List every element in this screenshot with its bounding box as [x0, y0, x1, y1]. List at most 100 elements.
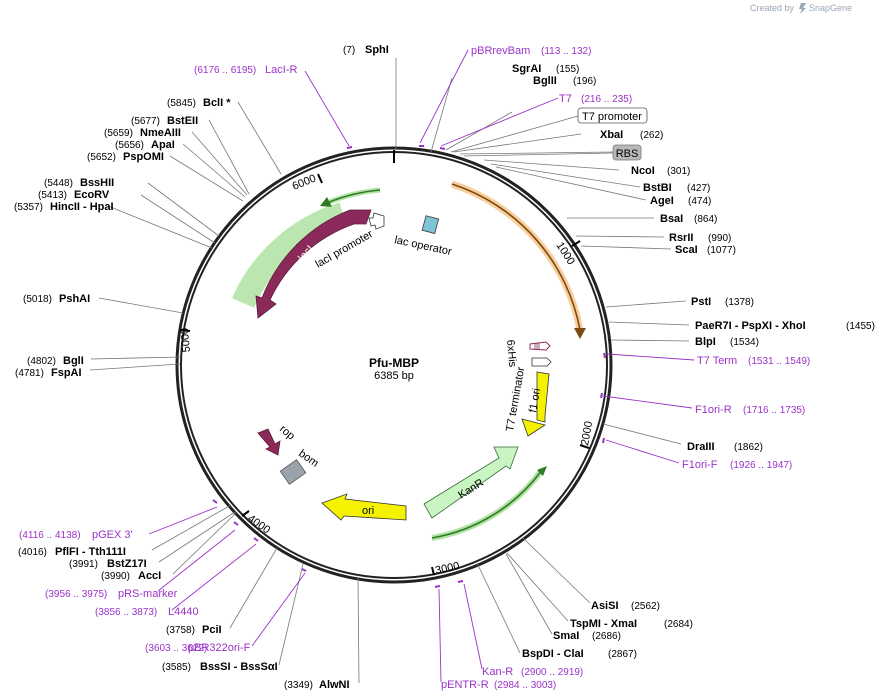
enzyme-bgli[interactable]: (4802) BglI — [27, 355, 84, 367]
plasmid-size: 6385 bp — [374, 370, 414, 382]
enzyme-pspomi[interactable]: (5652) PspOMI — [87, 151, 164, 163]
enzyme-name: BssSI - BssSαI — [200, 661, 278, 673]
enzyme-bsssi-bsssai[interactable]: (3585) BssSI - BssSαI — [162, 661, 278, 673]
enzyme-pos: (3758) — [166, 625, 195, 636]
feature-lac-operator-label: lac operator — [393, 234, 453, 258]
primer-pentr-r[interactable]: pENTR-R (2984 .. 3003) — [441, 679, 556, 691]
enzyme-pos: (262) — [640, 130, 663, 141]
tick-1000 — [571, 240, 581, 247]
enzyme-pos: (1455) — [846, 321, 875, 332]
enzyme-name: SmaI — [553, 630, 579, 642]
primer-range: (6176 .. 6195) — [194, 65, 256, 76]
enzyme-name: PspOMI — [123, 151, 164, 163]
enzyme-bsteii[interactable]: (5677) BstEII — [131, 115, 198, 127]
rbs-box[interactable] — [612, 144, 642, 161]
enzyme-asisi[interactable]: AsiSI (2562) — [591, 600, 660, 612]
feature-laci-glow — [232, 202, 347, 309]
enzyme-alwni[interactable]: (3349) AlwNI — [284, 679, 350, 691]
feature-laci-promoter-arrow[interactable] — [368, 212, 385, 230]
enzyme-pos: (3991) — [69, 559, 98, 570]
tick-4000 — [241, 510, 250, 517]
primer-pbrrevbam[interactable]: pBRrevBam (113 .. 132) — [471, 45, 591, 57]
primer-ticks — [212, 145, 606, 588]
feature-lac-operator-box[interactable] — [421, 215, 440, 235]
enzyme-psti[interactable]: PstI (1378) — [691, 296, 754, 308]
feature-rop-arrow[interactable] — [257, 428, 281, 456]
snapgene-watermark: Created by SnapGene — [750, 3, 852, 14]
enzyme-name: AgeI — [650, 195, 674, 207]
enzyme-pshai[interactable]: (5018) PshAI — [23, 293, 90, 305]
enzyme-ecorv[interactable]: (5413) EcoRV — [38, 189, 110, 201]
enzyme-xbai[interactable]: XbaI (262) — [600, 129, 663, 141]
primer-range: (216 .. 235) — [581, 94, 632, 105]
enzyme-agei[interactable]: AgeI (474) — [650, 195, 711, 207]
enzyme-rsrii[interactable]: RsrII (990) — [669, 232, 731, 244]
t7-promoter-box[interactable] — [577, 107, 648, 124]
enzyme-sgrai[interactable]: SgrAI (155) — [512, 63, 579, 75]
enzyme-leader-lines — [89, 58, 690, 684]
enzyme-ncoi[interactable]: NcoI (301) — [631, 165, 690, 177]
enzyme-tspmi-xmai[interactable]: TspMI - XmaI (2684) — [570, 618, 693, 630]
primer-t7-term[interactable]: T7 Term (1531 .. 1549) — [697, 355, 810, 367]
enzyme-bstbi[interactable]: BstBI (427) — [643, 182, 710, 194]
enzyme-blpi[interactable]: BlpI (1534) — [695, 336, 759, 348]
primer-l4440[interactable]: (3856 .. 3873) L4440 — [95, 606, 199, 618]
enzyme-pos: (1862) — [734, 442, 763, 453]
primer-name: pENTR-R — [441, 679, 489, 691]
primer-f1ori-r[interactable]: F1ori-R (1716 .. 1735) — [695, 404, 805, 416]
enzyme-name: EcoRV — [74, 189, 110, 201]
enzyme-acci[interactable]: (3990) AccI — [101, 570, 161, 582]
primer-range: (2900 .. 2919) — [521, 667, 583, 678]
enzyme-nmeaiii[interactable]: (5659) NmeAIII — [104, 127, 181, 139]
enzyme-pos: (5652) — [87, 152, 116, 163]
enzyme-pos: (1534) — [730, 337, 759, 348]
enzyme-pflfi-tth111i[interactable]: (4016) PflFI - Tth111I — [18, 546, 126, 558]
primer-prs-marker[interactable]: (3956 .. 3975) pRS-marker — [45, 588, 178, 600]
primer-name: LacI-R — [265, 64, 297, 76]
enzyme-sphi[interactable]: (7) SphI — [343, 44, 389, 56]
feature-ori-arrow[interactable] — [321, 493, 407, 521]
rbs-label: RBS — [616, 148, 639, 160]
enzyme-pos: (5357) — [14, 202, 43, 213]
feature-6xhis[interactable]: 6xHis — [504, 339, 551, 368]
primer-name: pRS-marker — [118, 588, 178, 600]
primer-f1ori-f[interactable]: F1ori-F (1926 .. 1947) — [682, 459, 792, 471]
enzyme-pos: (2686) — [592, 631, 621, 642]
feature-kanr-arrow[interactable] — [423, 446, 519, 519]
enzyme-draiii[interactable]: DraIII (1862) — [687, 441, 763, 453]
primer-name: T7 — [559, 93, 572, 105]
enzyme-bglii[interactable]: BglII (196) — [533, 75, 596, 87]
primer-pbr322ori-f[interactable]: (3603 .. 3622) pBR322ori-F — [145, 642, 251, 654]
enzyme-bcli[interactable]: (5845) BclI * — [167, 97, 231, 109]
snapgene-brand-text: SnapGene — [809, 3, 852, 13]
enzyme-pos: (1077) — [707, 245, 736, 256]
enzyme-bsshii[interactable]: (5448) BssHII — [44, 177, 114, 189]
enzyme-name: TspMI - XmaI — [570, 618, 637, 630]
primer-labels: pBRrevBam (113 .. 132) T7 (216 .. 235) T… — [19, 45, 810, 691]
enzyme-bsai[interactable]: BsaI (864) — [660, 213, 717, 225]
primer-laci-r[interactable]: (6176 .. 6195) LacI-R — [194, 64, 297, 76]
enzyme-bstz17i[interactable]: (3991) BstZ17I — [69, 558, 147, 570]
primer-range: (3956 .. 3975) — [45, 589, 107, 600]
enzyme-scai[interactable]: ScaI (1077) — [675, 244, 736, 256]
enzyme-name: BglII — [533, 75, 557, 87]
feature-laci-arrow[interactable] — [255, 209, 372, 319]
enzyme-apai[interactable]: (5656) ApaI — [115, 139, 175, 151]
feature-f1-ori-body[interactable] — [536, 371, 550, 423]
enzyme-paer7i-pspxi-xhoi[interactable]: PaeR7I - PspXI - XhoI (1455) — [695, 320, 875, 332]
enzyme-fspai[interactable]: (4781) FspAI — [15, 367, 82, 379]
enzyme-hincii-hpai[interactable]: (5357) HincII - HpaI — [14, 201, 114, 213]
enzyme-pos: (4802) — [27, 356, 56, 367]
enzyme-pcii[interactable]: (3758) PciI — [166, 624, 222, 636]
primer-pgex-3[interactable]: (4116 .. 4138) pGEX 3' — [19, 529, 133, 541]
enzyme-pos: (7) — [343, 45, 355, 56]
enzyme-smai[interactable]: SmaI (2686) — [553, 630, 621, 642]
enzyme-bspdi-clai[interactable]: BspDI - ClaI (2867) — [522, 648, 637, 660]
primer-kan-r[interactable]: Kan-R (2900 .. 2919) — [482, 666, 583, 678]
enzyme-name: PstI — [691, 296, 711, 308]
primer-t7[interactable]: T7 (216 .. 235) — [559, 93, 632, 105]
feature-bom-box[interactable] — [279, 459, 307, 485]
enzyme-name: PflFI - Tth111I — [55, 546, 126, 558]
enzyme-pos: (864) — [694, 214, 717, 225]
